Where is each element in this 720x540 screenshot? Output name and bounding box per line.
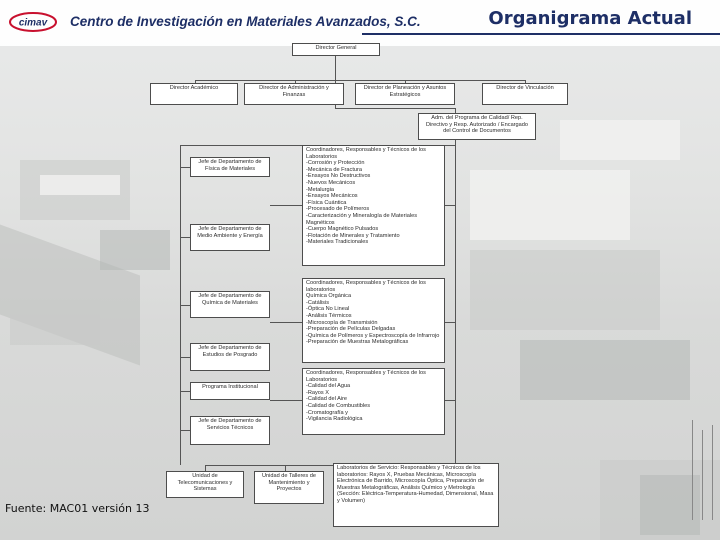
- org-box-director-planning: Director de Planeación y Asuntos Estraté…: [355, 83, 455, 105]
- lab-item: -Corrosión y Protección: [306, 160, 365, 167]
- lab-group-title: Coordinadores, Responsables y Técnicos d…: [306, 280, 426, 293]
- org-box-label: Director de Vinculación: [496, 85, 554, 91]
- org-box-dept-chemistry: Jefe de Departamento de Química de Mater…: [190, 291, 270, 318]
- org-name: Centro de Investigación en Materiales Av…: [70, 14, 421, 29]
- org-box-label: Director de Administración y Finanzas: [259, 85, 329, 98]
- org-box-label: Programa Institucional: [202, 384, 258, 390]
- lab-item: -Calidad del Agua: [306, 383, 351, 390]
- lab-item: -Procesado de Polímeros: [306, 206, 370, 213]
- logo-text: cimav: [19, 18, 49, 29]
- lab-item: -Calidad de Combustibles: [306, 402, 371, 409]
- lab-item: -Ensayos No Destructivos: [306, 173, 371, 180]
- lab-item: -Caracterización y Mineralogía de Materi…: [306, 212, 417, 226]
- org-box-director-admin-finance: Director de Administración y Finanzas: [244, 83, 344, 105]
- lab-group-chemistry: Coordinadores, Responsables y Técnicos d…: [302, 278, 445, 363]
- lab-item: -Preparación de Películas Delgadas: [306, 326, 396, 333]
- lab-item: -Química de Polímeros y Espectroscopía d…: [306, 332, 440, 339]
- org-box-director-academic: Director Académico: [150, 83, 238, 105]
- org-box-director-vinculacion: Director de Vinculación: [482, 83, 568, 105]
- org-box-director-general: Director General: [292, 43, 380, 56]
- org-box-institutional-program: Programa Institucional: [190, 382, 270, 400]
- org-box-label: Jefe de Departamento de Servicios Técnic…: [198, 418, 262, 431]
- source-note: Fuente: MAC01 versión 13: [5, 502, 150, 515]
- org-box-telecom-unit: Unidad de Telecomunicaciones y Sistemas: [166, 471, 244, 498]
- cimav-logo: cimav: [8, 10, 58, 34]
- lab-item: -Calidad del Aire: [306, 396, 348, 403]
- page-title: Organigrama Actual: [488, 8, 692, 29]
- org-box-label: Unidad de Telecomunicaciones y Sistemas: [177, 473, 233, 493]
- lab-group-physics: Coordinadores, Responsables y Técnicos d…: [302, 145, 445, 266]
- lab-item: -Catálisis: [306, 299, 330, 306]
- org-box-service-labs: Laboratorios de Servicio: Responsables y…: [333, 463, 499, 527]
- org-box-label: Director Académico: [169, 85, 219, 91]
- org-box-label: Laboratorios de Servicio: Responsables y…: [337, 465, 494, 504]
- org-box-workshops-unit: Unidad de Talleres de Mantenimiento y Pr…: [254, 471, 324, 504]
- org-box-quality-rep: Adm. del Programa de Calidad/ Rep. Direc…: [418, 113, 536, 140]
- lab-group-environment: Coordinadores, Responsables y Técnicos d…: [302, 368, 445, 435]
- lab-item: -Preparación de Muestras Metalográficas: [306, 339, 409, 346]
- org-box-label: Adm. del Programa de Calidad/ Rep. Direc…: [426, 115, 528, 135]
- org-box-dept-technical-services: Jefe de Departamento de Servicios Técnic…: [190, 416, 270, 445]
- lab-item: -Óptica No Lineal: [306, 306, 350, 313]
- org-box-dept-postgrad: Jefe de Departamento de Estudios de Posg…: [190, 343, 270, 371]
- header-bar: cimav Centro de Investigación en Materia…: [0, 0, 720, 46]
- org-box-label: Jefe de Departamento de Estudios de Posg…: [198, 345, 262, 358]
- lab-item: -Mecánica de Fractura: [306, 166, 362, 173]
- lab-item: -Análisis Térmicos: [306, 312, 352, 319]
- lab-item: Química Orgánica: [306, 293, 352, 300]
- header-rule: [362, 33, 720, 35]
- org-box-label: Jefe de Departamento de Física de Materi…: [198, 159, 262, 172]
- org-box-label: Unidad de Talleres de Mantenimiento y Pr…: [261, 473, 316, 493]
- lab-group-title: Coordinadores, Responsables y Técnicos d…: [306, 370, 426, 383]
- lab-item: -Física Cuántica: [306, 199, 347, 206]
- lab-item: -Rayos X: [306, 389, 330, 396]
- lab-item: -Flotación de Minerales y Tratamiento: [306, 232, 400, 239]
- lab-item: -Nuevos Mecánicos: [306, 179, 356, 186]
- lab-list: -Corrosión y Protección -Mecánica de Fra…: [306, 160, 441, 246]
- org-box-dept-environment: Jefe de Departamento de Medio Ambiente y…: [190, 224, 270, 251]
- lab-item: -Vigilancia Radiológica: [306, 416, 363, 423]
- lab-list: Química Orgánica -Catálisis -Óptica No L…: [306, 293, 441, 346]
- org-box-label: Director General: [315, 45, 357, 51]
- lab-list: -Calidad del Agua -Rayos X -Calidad del …: [306, 383, 441, 423]
- lab-item: -Metalurgia: [306, 186, 334, 193]
- org-box-label: Jefe de Departamento de Química de Mater…: [198, 293, 262, 306]
- lab-group-title: Coordinadores, Responsables y Técnicos d…: [306, 147, 426, 160]
- lab-item: -Cuerpo Magnético Pulsados: [306, 226, 379, 233]
- org-box-label: Jefe de Departamento de Medio Ambiente y…: [197, 226, 263, 239]
- lab-item: -Ensayos Mecánicos: [306, 193, 358, 200]
- lab-item: -Cromatografía y: [306, 409, 348, 416]
- org-box-dept-physics: Jefe de Departamento de Física de Materi…: [190, 157, 270, 177]
- lab-item: -Materiales Tradicionales: [306, 239, 369, 246]
- org-box-label: Director de Planeación y Asuntos Estraté…: [363, 85, 447, 98]
- lab-item: -Microscopía de Transmisión: [306, 319, 378, 326]
